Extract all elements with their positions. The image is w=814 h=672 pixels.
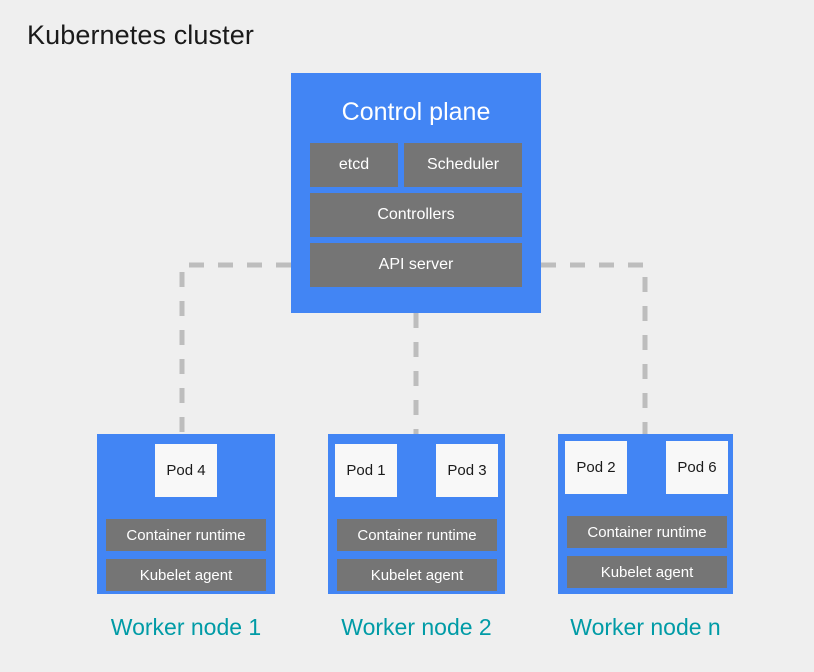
control-plane-component-scheduler[interactable]: Scheduler — [404, 143, 522, 187]
control-plane-component-etcd[interactable]: etcd — [310, 143, 398, 187]
pod-box[interactable]: Pod 3 — [436, 444, 498, 497]
connector-to-node-1 — [179, 262, 291, 434]
connector-to-node-n — [541, 262, 648, 434]
worker-node-2-box[interactable]: Pod 1 Pod 3 Container runtime Kubelet ag… — [328, 434, 505, 594]
control-plane-box[interactable]: Control plane etcd Scheduler Controllers… — [291, 73, 541, 313]
worker-node-1-caption: Worker node 1 — [110, 614, 262, 640]
pod-box[interactable]: Pod 2 — [565, 441, 627, 494]
page-title: Kubernetes cluster — [27, 20, 254, 50]
kubelet-agent-box[interactable]: Kubelet agent — [106, 559, 266, 591]
worker-node-n-box[interactable]: Pod 2 Pod 6 Container runtime Kubelet ag… — [558, 434, 733, 594]
pod-box[interactable]: Pod 1 — [335, 444, 397, 497]
pod-box[interactable]: Pod 6 — [666, 441, 728, 494]
worker-node-n-caption: Worker node n — [570, 614, 721, 640]
container-runtime-box[interactable]: Container runtime — [337, 519, 497, 551]
container-runtime-box[interactable]: Container runtime — [106, 519, 266, 551]
worker-node-1-box[interactable]: Pod 4 Container runtime Kubelet agent — [97, 434, 275, 594]
control-plane-component-api-server[interactable]: API server — [310, 243, 522, 287]
control-plane-title: Control plane — [341, 98, 491, 126]
container-runtime-box[interactable]: Container runtime — [567, 516, 727, 548]
control-plane-component-controllers[interactable]: Controllers — [310, 193, 522, 237]
worker-node-2-caption: Worker node 2 — [341, 614, 492, 640]
kubelet-agent-box[interactable]: Kubelet agent — [337, 559, 497, 591]
kubelet-agent-box[interactable]: Kubelet agent — [567, 556, 727, 588]
pod-box[interactable]: Pod 4 — [155, 444, 217, 497]
